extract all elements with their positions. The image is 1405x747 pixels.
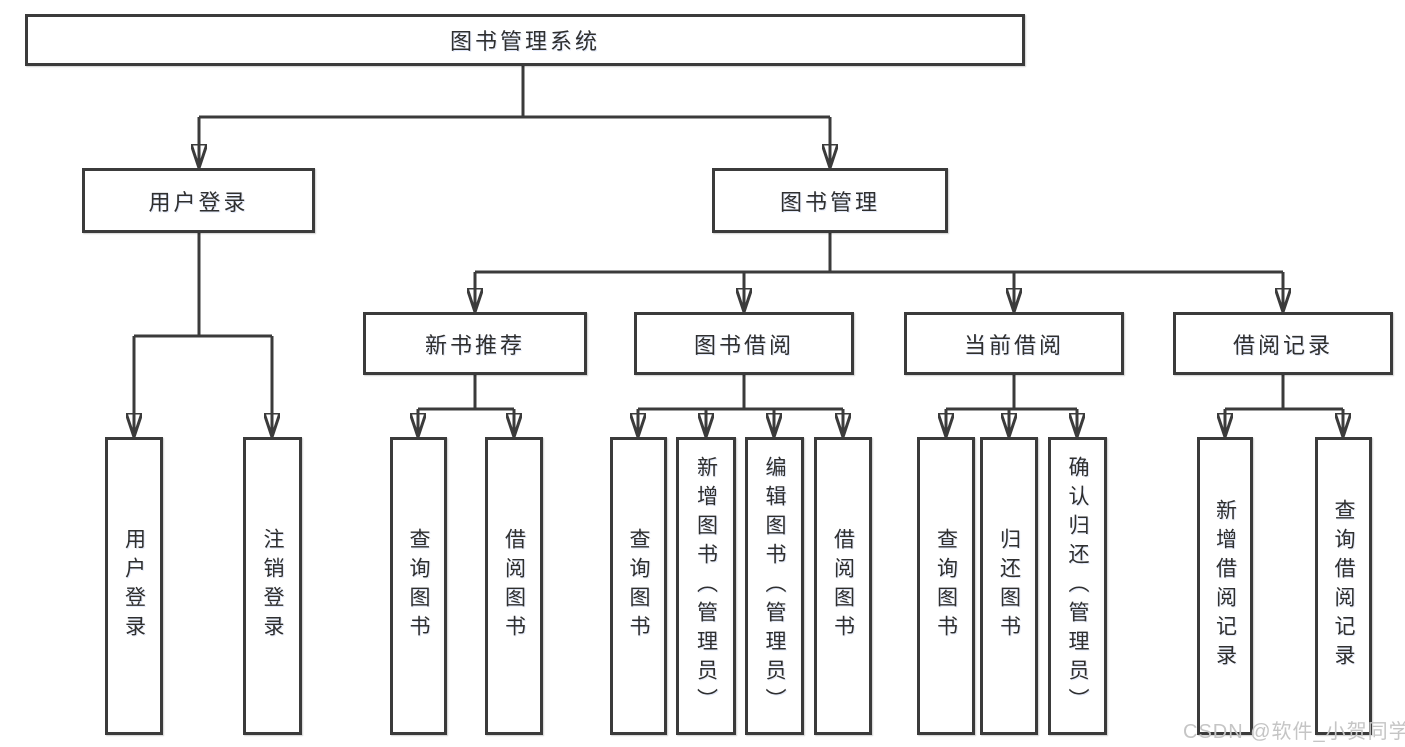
leaf-query-books-borrow-label: 查询图书 xyxy=(627,528,650,644)
leaf-query-borrow-record-label: 查询借阅记录 xyxy=(1332,499,1355,673)
leaf-return-book-label: 归还图书 xyxy=(997,528,1021,644)
node-current-borrow: 当前借阅 xyxy=(904,312,1124,375)
leaf-edit-book-admin: 编辑图书（管理员） xyxy=(745,437,804,735)
node-root: 图书管理系统 xyxy=(25,14,1025,66)
leaf-borrow-books-label: 借阅图书 xyxy=(831,528,855,644)
node-new-book-recommend: 新书推荐 xyxy=(363,312,587,375)
connector-book-management-branch xyxy=(475,233,1283,310)
leaf-logout: 注销登录 xyxy=(243,437,302,735)
connector-new-book-branch xyxy=(418,375,514,435)
connector-root-branch xyxy=(199,66,830,166)
leaf-query-books-recommend-label: 查询图书 xyxy=(407,528,430,644)
leaf-query-books-borrow: 查询图书 xyxy=(610,437,667,735)
node-root-label: 图书管理系统 xyxy=(449,29,600,54)
connector-current-borrow-branch xyxy=(946,375,1077,435)
connector-user-login-branch xyxy=(134,233,272,435)
leaf-confirm-return-admin: 确认归还（管理员） xyxy=(1048,437,1107,735)
leaf-borrow-books-recommend: 借阅图书 xyxy=(485,437,543,735)
connector-book-borrow-branch xyxy=(638,375,843,435)
node-book-borrow: 图书借阅 xyxy=(634,312,854,375)
leaf-add-book-admin: 新增图书（管理员） xyxy=(676,437,736,735)
leaf-logout-label: 注销登录 xyxy=(261,528,284,644)
node-user-login-label: 用户登录 xyxy=(148,189,249,215)
leaf-borrow-books-recommend-label: 借阅图书 xyxy=(502,528,526,644)
node-book-borrow-label: 图书借阅 xyxy=(693,332,794,358)
node-current-borrow-label: 当前借阅 xyxy=(963,332,1064,358)
watermark-text: CSDN @软件_小贺同学 xyxy=(1183,721,1405,743)
node-book-management: 图书管理 xyxy=(712,168,948,233)
node-borrow-records: 借阅记录 xyxy=(1173,312,1393,375)
node-new-book-recommend-label: 新书推荐 xyxy=(424,332,525,358)
leaf-user-login: 用户登录 xyxy=(105,437,163,735)
leaf-borrow-books: 借阅图书 xyxy=(814,437,872,735)
leaf-query-books-current: 查询图书 xyxy=(917,437,975,735)
node-borrow-records-label: 借阅记录 xyxy=(1232,332,1333,358)
node-book-management-label: 图书管理 xyxy=(779,189,880,215)
leaf-return-book: 归还图书 xyxy=(980,437,1038,735)
leaf-add-borrow-record-label: 新增借阅记录 xyxy=(1213,499,1237,673)
leaf-add-book-admin-label: 新增图书（管理员） xyxy=(694,455,718,717)
leaf-query-borrow-record: 查询借阅记录 xyxy=(1315,437,1372,735)
leaf-confirm-return-admin-label: 确认归还（管理员） xyxy=(1066,455,1089,717)
leaf-query-books-recommend: 查询图书 xyxy=(390,437,447,735)
leaf-add-borrow-record: 新增借阅记录 xyxy=(1197,437,1253,735)
leaf-user-login-label: 用户登录 xyxy=(122,528,146,644)
node-user-login: 用户登录 xyxy=(82,168,315,233)
leaf-edit-book-admin-label: 编辑图书（管理员） xyxy=(763,455,786,717)
leaf-query-books-current-label: 查询图书 xyxy=(934,528,958,644)
connector-borrow-records-branch xyxy=(1225,375,1343,435)
